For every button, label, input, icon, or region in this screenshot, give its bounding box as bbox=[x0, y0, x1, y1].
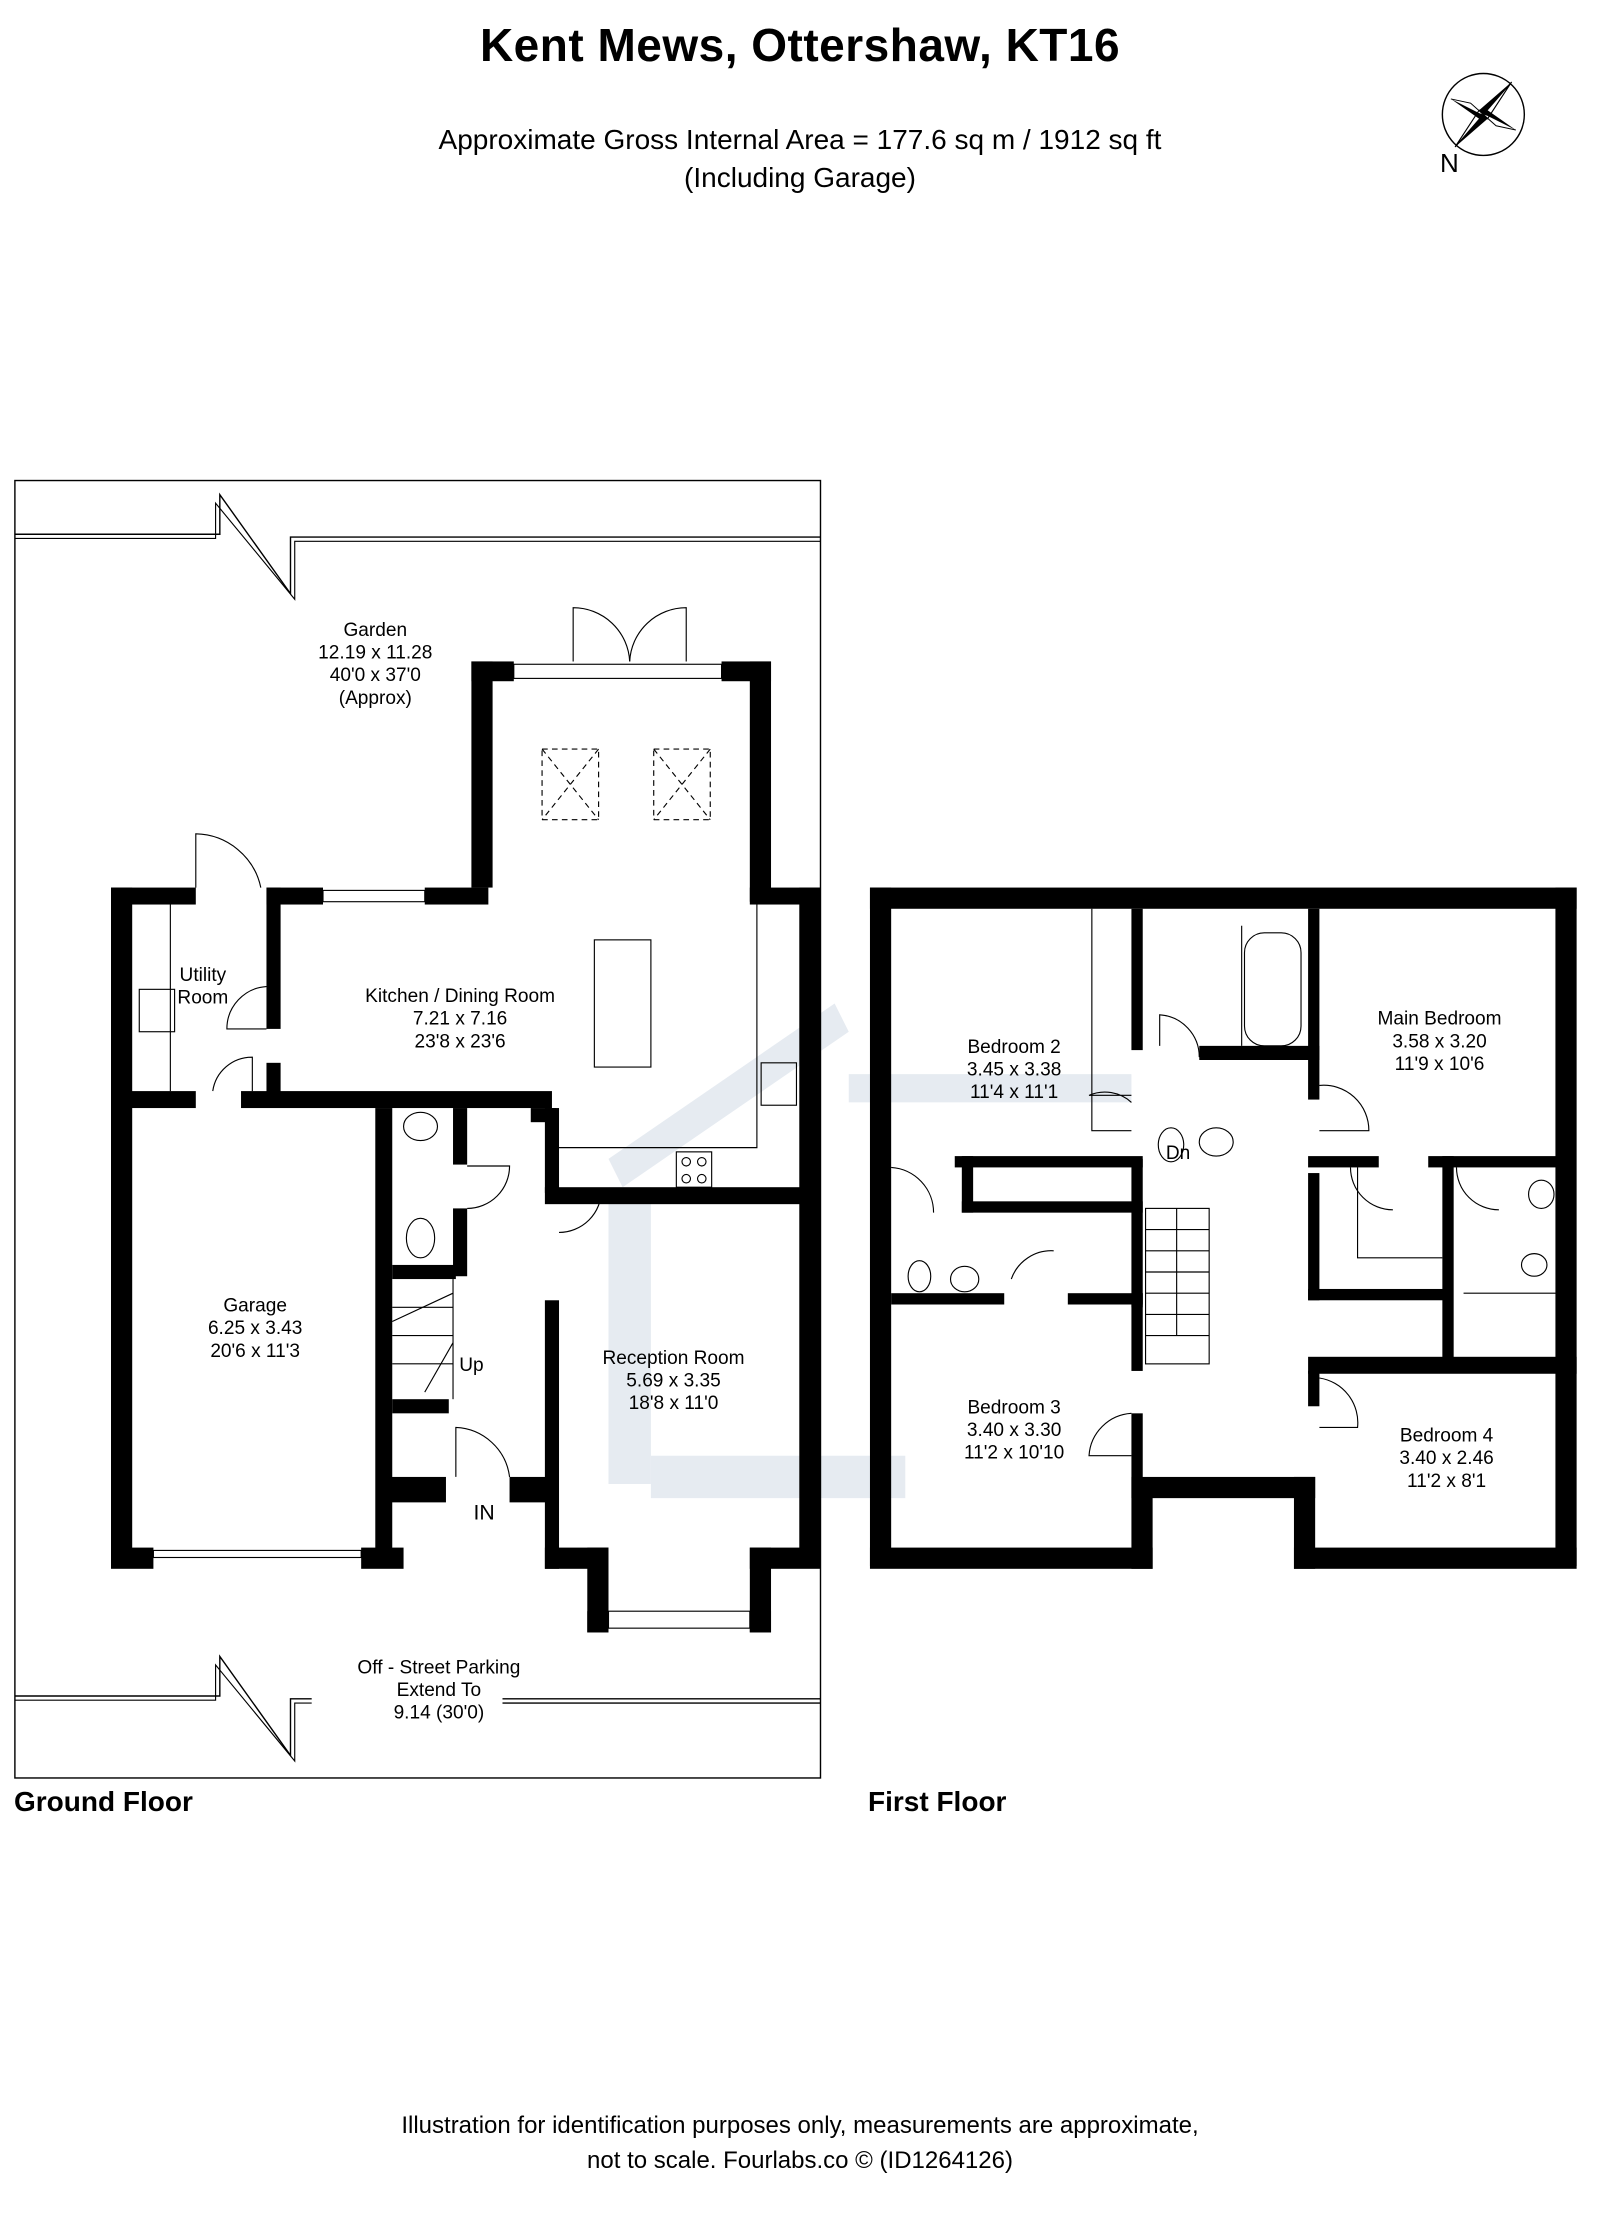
parking-label: Off - Street Parking bbox=[357, 1657, 520, 1678]
watermark-logo bbox=[608, 1003, 1132, 1499]
svg-text:11'2 x 8'1: 11'2 x 8'1 bbox=[1407, 1471, 1486, 1492]
main-bedroom-label: Main Bedroom bbox=[1377, 1009, 1501, 1030]
svg-text:7.21 x 7.16: 7.21 x 7.16 bbox=[413, 1009, 507, 1030]
first-floor-label: First Floor bbox=[868, 1786, 1007, 1817]
garage-label: Garage bbox=[223, 1296, 287, 1317]
area-summary: Approximate Gross Internal Area = 177.6 … bbox=[438, 124, 1162, 155]
compass-north-label: N bbox=[1440, 148, 1459, 178]
svg-text:40'0 x 37'0: 40'0 x 37'0 bbox=[330, 665, 421, 686]
first-floor-labels: Bedroom 2 3.45 x 3.38 11'4 x 11'1 Main B… bbox=[964, 1009, 1502, 1492]
svg-text:11'2 x 10'10: 11'2 x 10'10 bbox=[964, 1443, 1064, 1464]
ground-floor-fixtures bbox=[113, 607, 798, 1629]
utility-room-label: Utility bbox=[180, 965, 227, 986]
disclaimer-line-2: not to scale. Fourlabs.co © (ID1264126) bbox=[587, 2147, 1013, 2174]
kitchen-dining-label: Kitchen / Dining Room bbox=[365, 986, 555, 1007]
reception-room-label: Reception Room bbox=[602, 1348, 744, 1369]
svg-text:(Approx): (Approx) bbox=[339, 688, 412, 709]
bedroom-4-label: Bedroom 4 bbox=[1400, 1426, 1494, 1447]
bedroom-2-label: Bedroom 2 bbox=[967, 1037, 1060, 1058]
svg-text:Extend To: Extend To bbox=[397, 1680, 482, 1701]
svg-text:3.40 x 3.30: 3.40 x 3.30 bbox=[967, 1420, 1061, 1441]
ground-floor-labels: Garden 12.19 x 11.28 40'0 x 37'0 (Approx… bbox=[177, 620, 744, 1724]
svg-text:11'9 x 10'6: 11'9 x 10'6 bbox=[1395, 1054, 1485, 1075]
compass-icon bbox=[1441, 72, 1526, 157]
svg-text:11'4 x 11'1: 11'4 x 11'1 bbox=[970, 1082, 1058, 1103]
svg-text:12.19 x 11.28: 12.19 x 11.28 bbox=[318, 643, 432, 664]
svg-text:3.58 x 3.20: 3.58 x 3.20 bbox=[1392, 1031, 1486, 1052]
svg-text:23'8 x 23'6: 23'8 x 23'6 bbox=[415, 1031, 506, 1052]
svg-text:3.45 x 3.38: 3.45 x 3.38 bbox=[967, 1060, 1061, 1081]
entrance-label: IN bbox=[474, 1501, 495, 1524]
svg-text:9.14 (30'0): 9.14 (30'0) bbox=[394, 1703, 485, 1724]
disclaimer-line-1: Illustration for identification purposes… bbox=[401, 2112, 1199, 2139]
svg-text:Room: Room bbox=[177, 987, 228, 1008]
page-title: Kent Mews, Ottershaw, KT16 bbox=[479, 19, 1121, 71]
first-floor-walls bbox=[869, 887, 1577, 1569]
svg-text:18'8 x 11'0: 18'8 x 11'0 bbox=[629, 1393, 719, 1414]
bedroom-3-label: Bedroom 3 bbox=[967, 1397, 1060, 1418]
first-floor-fixtures bbox=[872, 889, 1576, 1563]
ground-floor-label: Ground Floor bbox=[14, 1786, 193, 1817]
ground-floor-walls bbox=[111, 661, 821, 1633]
garden-label: Garden bbox=[343, 620, 407, 641]
stairs-up-label: Up bbox=[459, 1355, 483, 1376]
svg-text:5.69 x 3.35: 5.69 x 3.35 bbox=[626, 1370, 720, 1391]
svg-text:20'6 x 11'3: 20'6 x 11'3 bbox=[210, 1341, 300, 1362]
area-note: (Including Garage) bbox=[684, 162, 916, 193]
stairs-down-label: Dn bbox=[1166, 1143, 1190, 1164]
svg-text:6.25 x 3.43: 6.25 x 3.43 bbox=[208, 1318, 302, 1339]
svg-text:3.40 x 2.46: 3.40 x 2.46 bbox=[1399, 1448, 1493, 1469]
